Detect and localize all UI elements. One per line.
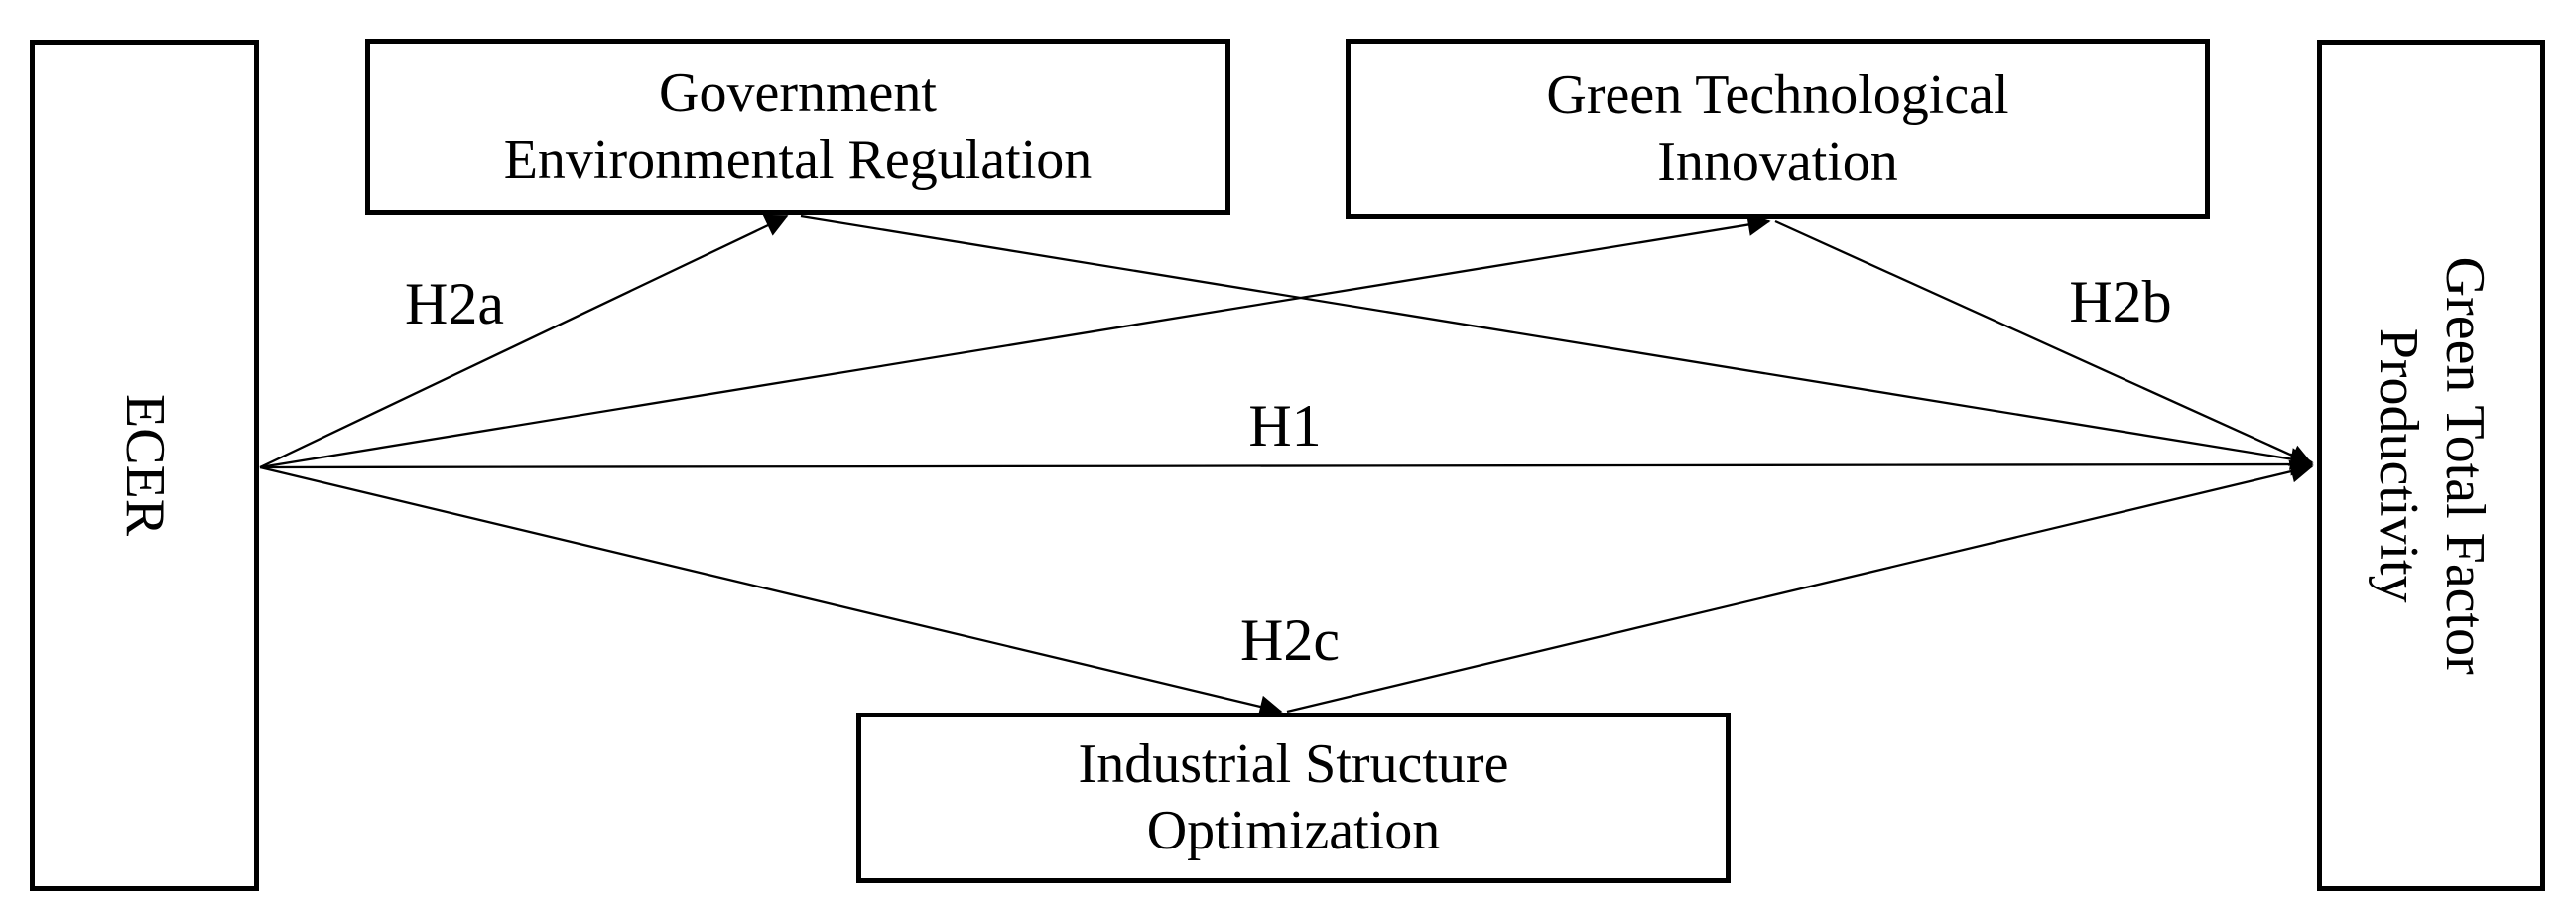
node-label-line: Industrial Structure — [1078, 732, 1509, 795]
node-label-line: Innovation — [1657, 131, 1898, 193]
node-ger-label: Government Environmental Regulation — [504, 61, 1093, 194]
node-iso-label: Industrial Structure Optimization — [1079, 731, 1509, 864]
node-gtfp-label: Green Total Factor Productivity — [2365, 256, 2498, 674]
node-government-environmental-regulation: Government Environmental Regulation — [365, 39, 1230, 215]
edge-label-h2a: H2a — [405, 271, 504, 336]
node-label-line: Green Technological — [1546, 64, 2009, 126]
node-green-total-factor-productivity: Green Total Factor Productivity — [2317, 40, 2545, 891]
node-ecer: ECER — [30, 40, 259, 891]
node-label-line: ECER — [114, 394, 177, 537]
arrow-ecer-to-ger — [259, 214, 789, 469]
edge-label-h1: H1 — [1248, 393, 1322, 458]
node-ecer-label: ECER — [111, 394, 178, 536]
node-industrial-structure-optimization: Industrial Structure Optimization — [856, 713, 1731, 883]
node-label-line: Productivity — [2368, 327, 2429, 603]
arrow-ecer-to-gtfp — [259, 453, 2314, 476]
arrow-gti-to-gtfp — [1774, 219, 2314, 466]
node-green-technological-innovation: Green Technological Innovation — [1346, 39, 2210, 219]
node-label-line: Green Total Factor — [2434, 256, 2497, 675]
node-label-line: Government — [659, 62, 937, 124]
edge-label-h2b: H2b — [2069, 269, 2172, 334]
edge-label-h2c: H2c — [1240, 607, 1340, 673]
node-gti-label: Green Technological Innovation — [1546, 63, 2008, 196]
node-label-line: Environmental Regulation — [503, 129, 1093, 191]
node-label-line: Optimization — [1146, 800, 1441, 861]
arrow-iso-to-gtfp — [1286, 459, 2314, 714]
arrow-ecer-to-iso — [259, 465, 1283, 718]
arrow-ger-to-gtfp — [800, 214, 2314, 470]
arrow-ecer-to-gti — [259, 213, 1771, 469]
